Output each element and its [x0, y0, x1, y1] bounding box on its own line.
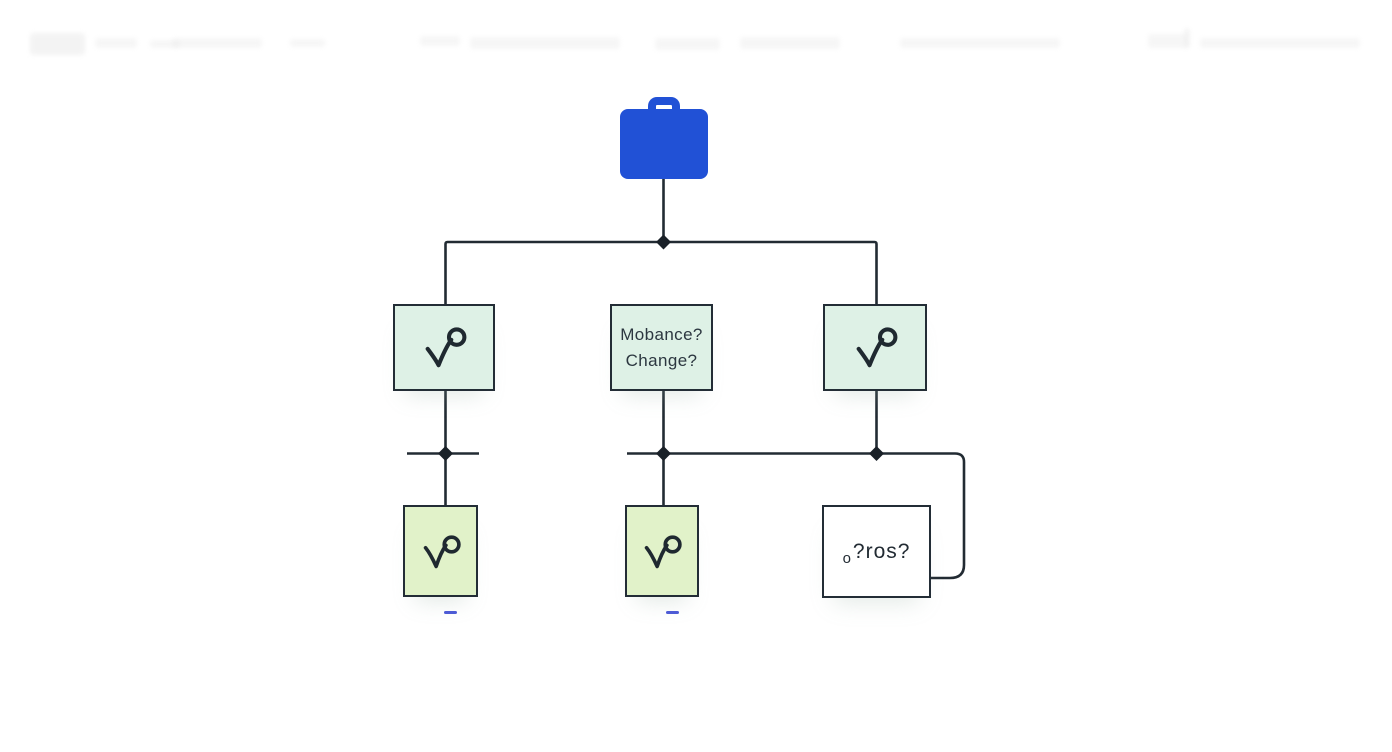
scribble-check-icon [423, 535, 461, 569]
leaf-right-label: o?ros? [842, 539, 911, 567]
junction-node [438, 446, 453, 461]
blue-dash-marker [666, 611, 679, 614]
node-branch-right[interactable] [823, 304, 927, 391]
smudge [900, 38, 1060, 48]
scribble-check-icon [425, 326, 467, 367]
smudge [655, 38, 720, 50]
smudge [95, 38, 137, 48]
smudge [172, 38, 262, 48]
leaf-right-label-prefix: o [842, 549, 852, 567]
connector-row2-hook [627, 452, 966, 580]
smudge [1184, 28, 1190, 48]
briefcase-icon [620, 109, 708, 179]
smudge [1148, 34, 1188, 48]
junction-node [656, 446, 671, 461]
smudge [290, 39, 325, 47]
junction-node [869, 446, 884, 461]
node-branch-middle[interactable]: Mobance? Change? [610, 304, 713, 391]
leaf-right-label-rest: ?ros? [852, 539, 911, 563]
smudge [420, 36, 460, 46]
node-leaf-left[interactable] [403, 505, 478, 597]
smudge [150, 40, 180, 48]
smudge [470, 37, 620, 49]
blue-dash-marker [444, 611, 457, 614]
briefcase-icon [648, 97, 680, 119]
smudge [30, 33, 85, 55]
smudge [1200, 38, 1360, 48]
scribble-check-icon [856, 326, 898, 367]
scribble-check-icon [644, 535, 682, 569]
junction-node [656, 234, 671, 250]
smudge [740, 37, 840, 49]
node-branch-left[interactable] [393, 304, 495, 391]
node-leaf-middle[interactable] [625, 505, 699, 597]
connector-top-bracket [444, 240, 878, 305]
node-leaf-right[interactable]: o?ros? [822, 505, 931, 598]
branch-middle-label: Mobance? Change? [620, 324, 703, 370]
